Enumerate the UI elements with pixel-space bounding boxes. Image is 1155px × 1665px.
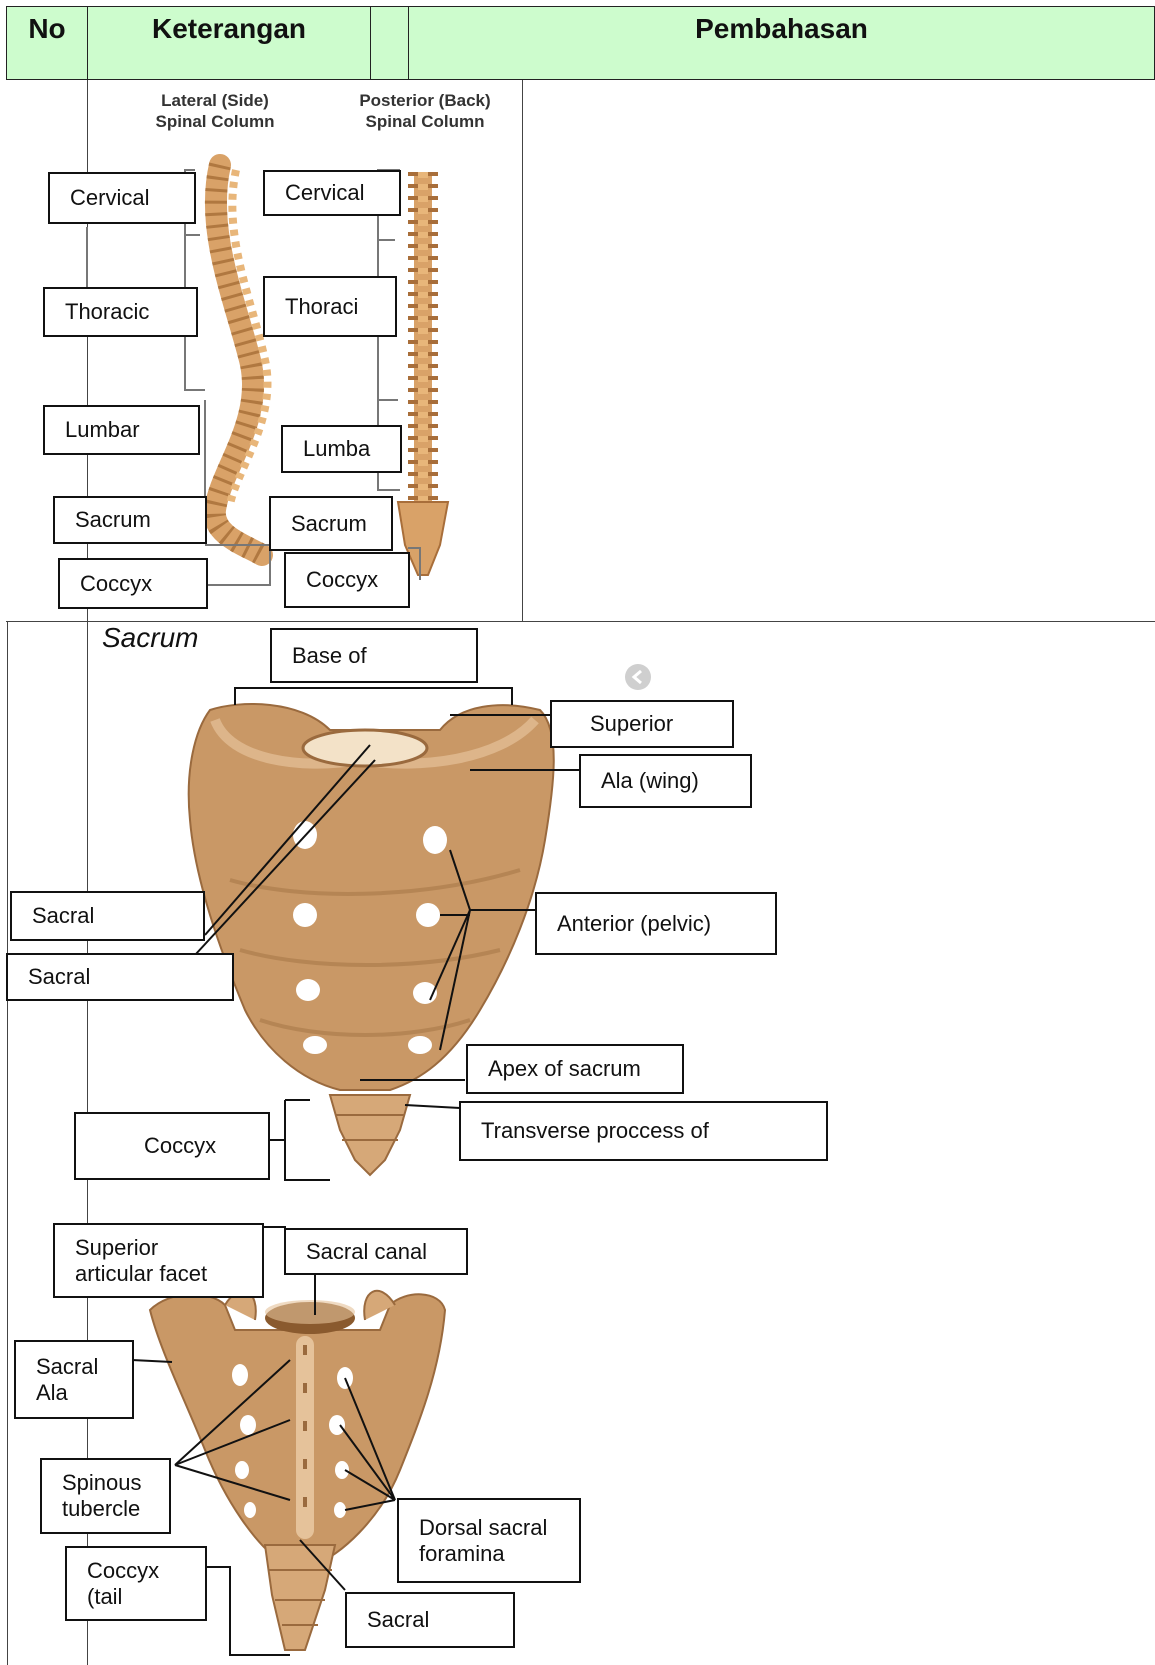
label-spinous-tubercle: Spinous tubercle	[40, 1458, 171, 1534]
label-dorsal-sacral-foramina: Dorsal sacral foramina	[397, 1498, 581, 1583]
label-coccyx-tail: Coccyx (tail	[65, 1546, 207, 1621]
label-superior-articular-facet: Superior articular facet	[53, 1223, 264, 1298]
label-sacral-posterior: Sacral	[345, 1592, 515, 1648]
label-sacral-ala: Sacral Ala	[14, 1340, 134, 1419]
label-sacral-canal: Sacral canal	[284, 1228, 468, 1275]
